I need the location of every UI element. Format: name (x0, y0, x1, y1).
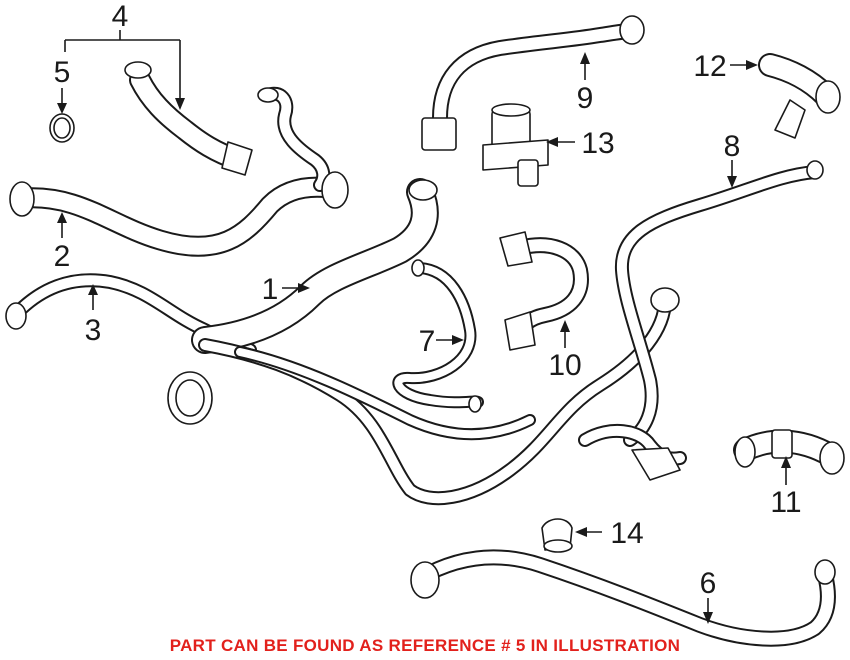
part-14-cap (541, 518, 573, 553)
part-13-valve (482, 103, 549, 187)
part-11 (733, 429, 845, 475)
leaders (57, 30, 791, 624)
part-12 (758, 53, 841, 139)
hose-2 (14, 176, 341, 257)
part-4-flange (221, 141, 253, 176)
hose-7 (392, 262, 484, 409)
callout-3: 3 (85, 314, 102, 347)
hose-1-top-fitting (408, 179, 438, 201)
callout-14: 14 (610, 517, 643, 550)
callout-13: 13 (581, 127, 614, 160)
part-4-top (124, 61, 152, 79)
upper-link-end (257, 87, 279, 103)
hose-7-end (468, 395, 482, 413)
part-4-pipe (124, 61, 253, 176)
callout-8: 8 (724, 130, 741, 163)
hose-10-bottom-fitting (504, 311, 536, 351)
hose-upper-link (261, 86, 331, 192)
hose-6 (412, 549, 836, 647)
hose-9-connector (421, 117, 457, 151)
callout-2: 2 (54, 240, 71, 273)
hose-8-end (806, 160, 824, 180)
hose-8 (614, 165, 822, 447)
hose-1 (191, 178, 439, 354)
callout-12: 12 (693, 50, 726, 83)
part-5-oring (49, 113, 75, 143)
hoses (11, 23, 836, 647)
hose-9-end (619, 15, 645, 45)
callout-4: 4 (112, 0, 129, 33)
callout-6: 6 (700, 567, 717, 600)
hose-2-right-fitting (321, 171, 349, 209)
fittings (5, 15, 836, 599)
callout-labels: 4 5 2 3 1 7 10 9 13 12 8 11 14 6 (54, 0, 802, 600)
callout-10: 10 (548, 349, 581, 382)
hose-9 (432, 23, 643, 126)
callout-5: 5 (54, 56, 71, 89)
hose-3-end-fitting (5, 302, 27, 330)
hose-8-tail-fitting (631, 447, 681, 481)
hose-6-right-fitting (814, 559, 836, 585)
callout-1: 1 (262, 273, 279, 306)
hose-6-left-fitting (410, 561, 440, 599)
reference-note: PART CAN BE FOUND AS REFERENCE # 5 IN IL… (170, 636, 681, 655)
callout-7: 7 (419, 325, 436, 358)
callout-11: 11 (770, 486, 801, 519)
hose-8-mid-fitting (650, 287, 680, 313)
hose-7-start (411, 259, 425, 277)
callout-9: 9 (577, 82, 594, 115)
hose-2-end-fitting (9, 181, 35, 217)
hose-10-top-fitting (499, 231, 533, 267)
hose-lower-assembly (198, 293, 672, 506)
